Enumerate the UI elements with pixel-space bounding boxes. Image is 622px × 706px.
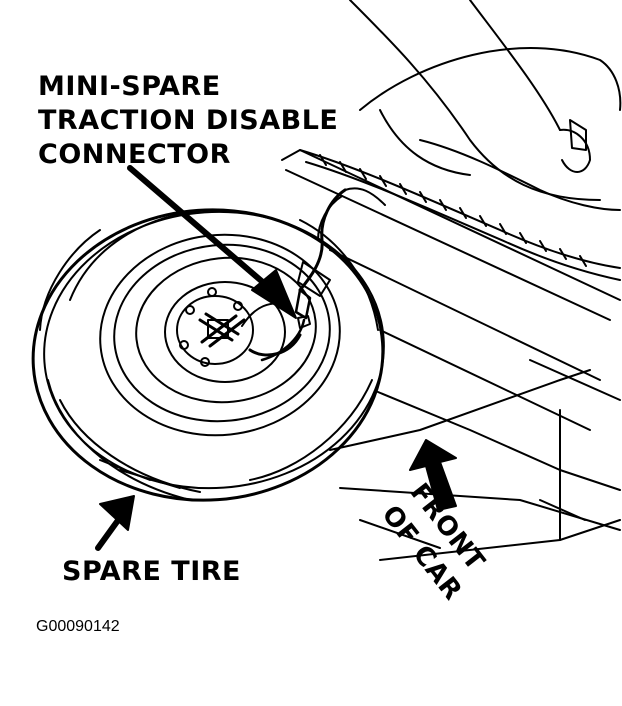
figure-id: G00090142 (36, 618, 120, 635)
tire (31, 208, 385, 502)
callout-line-3: CONNECTOR (38, 139, 231, 170)
front-of-car-arrow (409, 439, 457, 511)
body-panel (299, 0, 622, 281)
connector-callout-label: MINI-SPARE TRACTION DISABLE CONNECTOR (38, 70, 338, 172)
wire-harness (260, 187, 386, 362)
spare-tire-arrow (95, 495, 135, 551)
callout-line-2: TRACTION DISABLE (38, 105, 339, 136)
callout-line-1: MINI-SPARE (38, 71, 221, 102)
spare-tire-label: SPARE TIRE (62, 556, 241, 587)
connector-arrow (127, 165, 297, 319)
